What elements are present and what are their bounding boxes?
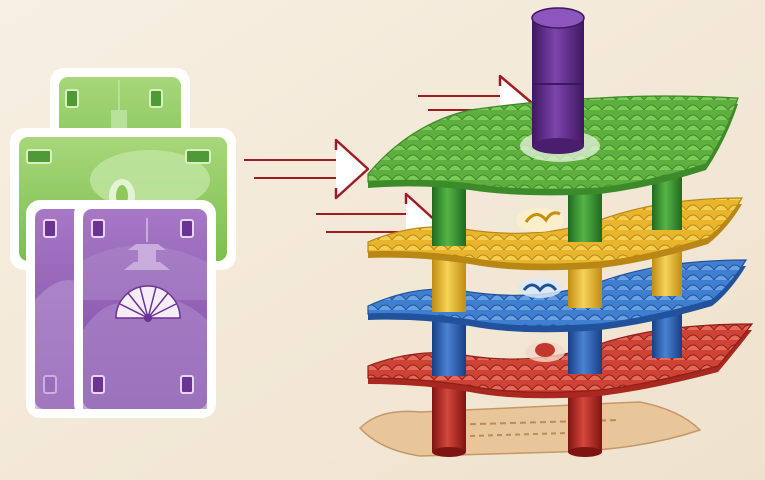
card-purple-front[interactable]	[74, 200, 216, 418]
wave-icon	[518, 278, 562, 298]
lantern-icon	[525, 342, 565, 362]
pillar-purple-top	[532, 8, 584, 154]
bird-icon	[516, 208, 564, 232]
